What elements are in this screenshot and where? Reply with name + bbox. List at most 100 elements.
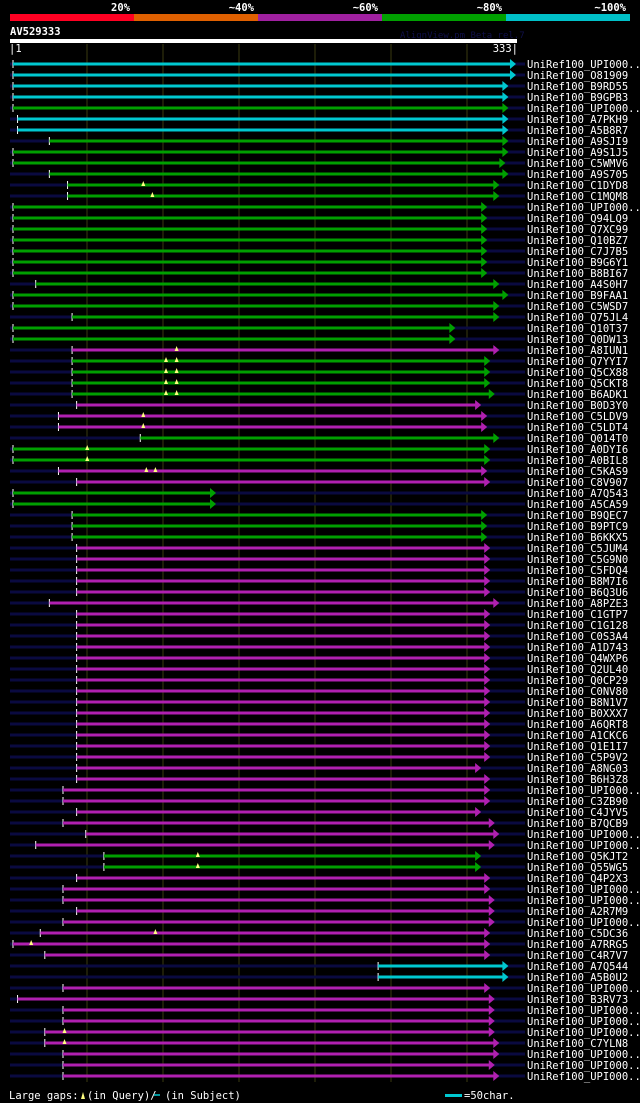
hit-label[interactable]: UniRef100_Q5KJT2 [527,851,628,863]
hit-label[interactable]: UniRef100_UPI000.. [527,829,640,841]
hit-bar[interactable] [72,535,483,539]
hit-label[interactable]: UniRef100_C5WMV6 [527,158,628,170]
hit-bar[interactable] [13,238,483,242]
hit-label[interactable]: UniRef100_C5WSD7 [527,301,628,313]
hit-label[interactable]: UniRef100_B6ADK1 [527,389,628,401]
hit-bar[interactable] [44,953,486,957]
hit-label[interactable]: UniRef100_C0S3A4 [527,631,628,643]
hit-bar[interactable] [13,62,511,66]
hit-bar[interactable] [13,150,504,154]
hit-bar[interactable] [76,403,477,407]
hit-label[interactable]: UniRef100_A9S1J5 [527,147,628,159]
hit-bar[interactable] [13,502,212,506]
hit-label[interactable]: UniRef100_A0DYI6 [527,444,628,456]
hit-bar[interactable] [13,95,504,99]
hit-bar[interactable] [72,381,486,385]
hit-label[interactable]: UniRef100_C5FDQ4 [527,565,628,577]
hit-bar[interactable] [49,601,495,605]
hit-label[interactable]: UniRef100_B0XXX7 [527,708,628,720]
hit-bar[interactable] [13,491,212,495]
hit-bar[interactable] [17,997,490,1001]
hit-bar[interactable] [72,513,483,517]
hit-label[interactable]: UniRef100_B9QEC7 [527,510,628,522]
hit-label[interactable]: UniRef100_C1DYD8 [527,180,628,192]
hit-bar[interactable] [17,117,504,121]
hit-label[interactable]: UniRef100_B0D3Y0 [527,400,628,412]
hit-bar[interactable] [62,1052,495,1056]
hit-bar[interactable] [62,799,486,803]
hit-bar[interactable] [72,370,486,374]
hit-bar[interactable] [76,689,486,693]
hit-bar[interactable] [103,854,477,858]
hit-bar[interactable] [62,1063,490,1067]
hit-label[interactable]: UniRef100_UPI000.. [527,884,640,896]
hit-label[interactable]: UniRef100_C5LDT4 [527,422,628,434]
hit-bar[interactable] [76,612,486,616]
hit-label[interactable]: UniRef100_C5KAS9 [527,466,628,478]
hit-bar[interactable] [76,667,486,671]
hit-label[interactable]: UniRef100_B8BI67 [527,268,628,280]
hit-bar[interactable] [76,678,486,682]
hit-bar[interactable] [44,1041,495,1045]
hit-bar[interactable] [76,546,486,550]
hit-bar[interactable] [35,282,495,286]
hit-label[interactable]: UniRef100_A7Q544 [527,961,628,973]
hit-bar[interactable] [76,909,490,913]
hit-bar[interactable] [76,755,486,759]
hit-label[interactable]: UniRef100_C1G128 [527,620,628,632]
hit-bar[interactable] [13,942,486,946]
hit-bar[interactable] [76,876,486,880]
hit-label[interactable]: UniRef100_C5DC36 [527,928,628,940]
hit-label[interactable]: UniRef100_Q10T37 [527,323,628,335]
hit-label[interactable]: UniRef100_A8NG03 [527,763,628,775]
hit-bar[interactable] [85,832,495,836]
hit-label[interactable]: UniRef100_A7Q543 [527,488,628,500]
hit-bar[interactable] [13,447,486,451]
hit-label[interactable]: UniRef100_UPI000.. [527,785,640,797]
hit-bar[interactable] [13,161,501,165]
hit-label[interactable]: UniRef100_B8N1V7 [527,697,628,709]
hit-label[interactable]: UniRef100_C4JYV5 [527,807,628,819]
hit-label[interactable]: UniRef100_B9PTC9 [527,521,628,533]
hit-bar[interactable] [72,524,483,528]
hit-bar[interactable] [13,106,504,110]
hit-label[interactable]: UniRef100_B6H3Z8 [527,774,628,786]
hit-bar[interactable] [76,480,486,484]
hit-label[interactable]: UniRef100_B9G6Y1 [527,257,628,269]
hit-bar[interactable] [17,128,504,132]
hit-bar[interactable] [76,700,486,704]
hit-label[interactable]: UniRef100_A4S0H7 [527,279,628,291]
hit-bar[interactable] [58,414,483,418]
hit-bar[interactable] [40,931,486,935]
hit-bar[interactable] [13,227,483,231]
hit-bar[interactable] [76,722,486,726]
hit-bar[interactable] [76,656,486,660]
hit-bar[interactable] [13,260,483,264]
hit-bar[interactable] [62,1074,495,1078]
hit-label[interactable]: UniRef100_Q4P2X3 [527,873,628,885]
hit-label[interactable]: UniRef100_C5JUM4 [527,543,628,555]
hit-bar[interactable] [58,469,483,473]
hit-label[interactable]: UniRef100_A0BIL8 [527,455,628,467]
hit-label[interactable]: UniRef100_C1MQM8 [527,191,628,203]
hit-label[interactable]: UniRef100_UPI000.. [527,103,640,115]
hit-label[interactable]: UniRef100_Q55WG5 [527,862,628,874]
hit-bar[interactable] [49,139,504,143]
hit-bar[interactable] [13,326,451,330]
hit-label[interactable]: UniRef100_Q0CP29 [527,675,628,687]
hit-bar[interactable] [140,436,495,440]
hit-bar[interactable] [76,777,486,781]
hit-bar[interactable] [13,84,504,88]
hit-label[interactable]: UniRef100_Q2UL40 [527,664,628,676]
hit-label[interactable]: UniRef100_UPI000.. [527,895,640,907]
hit-label[interactable]: UniRef100_A7RRG5 [527,939,628,951]
hit-bar[interactable] [67,183,495,187]
hit-bar[interactable] [62,1008,490,1012]
hit-label[interactable]: UniRef100_C7YLN8 [527,1038,628,1050]
hit-bar[interactable] [76,557,486,561]
hit-bar[interactable] [13,216,483,220]
hit-bar[interactable] [13,249,483,253]
hit-label[interactable]: UniRef100_B3RV73 [527,994,628,1006]
hit-label[interactable]: UniRef100_Q75JL4 [527,312,628,324]
hit-bar[interactable] [62,898,490,902]
